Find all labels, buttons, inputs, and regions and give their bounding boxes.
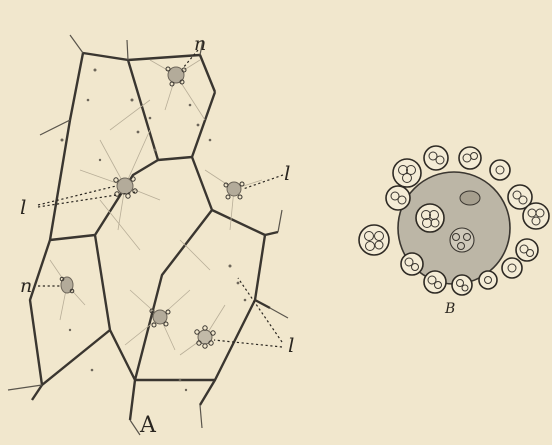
label-l-right-upper: l [284,161,290,185]
nucleus-top [166,67,186,86]
label-l-left: l [20,195,26,219]
nucleus-left [60,277,74,293]
cell-wall-network [30,53,278,420]
caption-a: A [139,413,157,438]
nucleus-lower-right [195,326,215,348]
panel-b-cell: B [359,146,549,317]
caption-b: B [444,301,455,317]
inner-body-center [450,228,474,252]
panel-a-cells: n l l n l A [8,33,294,438]
label-n-top: n [194,33,206,55]
nucleus-center-left [114,177,137,198]
inner-body-top [460,191,480,205]
label-l-right-lower: l [288,333,294,357]
label-n-left: n [20,275,32,297]
leader-l-right-upper [243,175,283,189]
granules [61,69,247,392]
